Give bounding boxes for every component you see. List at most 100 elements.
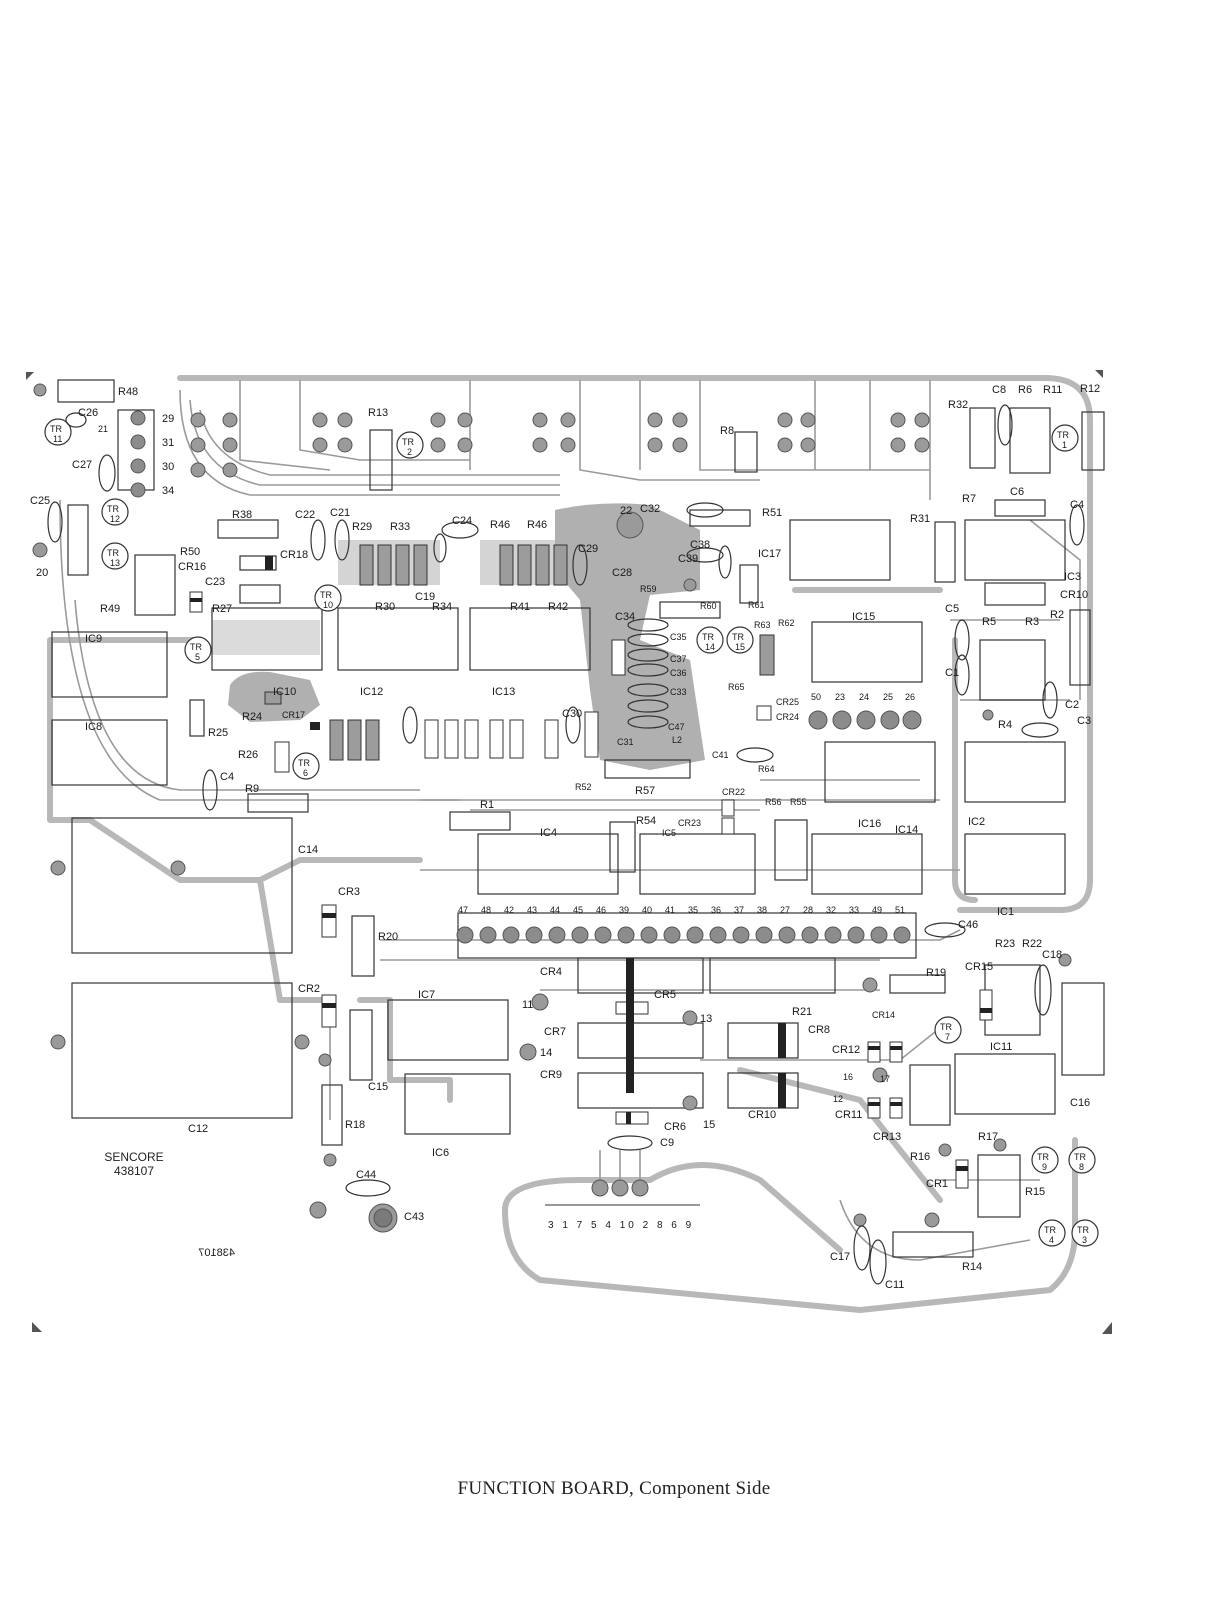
component-label: CR12 bbox=[832, 1044, 860, 1056]
component-label: C15 bbox=[368, 1081, 388, 1093]
component-label: R34 bbox=[432, 601, 452, 613]
terminal-number: 51 bbox=[895, 905, 905, 915]
figure-caption: FUNCTION BOARD, Component Side bbox=[457, 1478, 771, 1499]
component-label: R56 bbox=[765, 797, 782, 807]
transistor-label: TR bbox=[702, 632, 714, 642]
terminal-number: 39 bbox=[619, 905, 629, 915]
component-label: IC6 bbox=[432, 1147, 449, 1159]
component-label: R54 bbox=[636, 815, 656, 827]
component-label: 13 bbox=[700, 1013, 712, 1025]
component-label: R42 bbox=[548, 601, 568, 613]
component-label: C22 bbox=[295, 509, 315, 521]
transistor-number: 15 bbox=[735, 642, 745, 652]
transistor-label: TR bbox=[940, 1022, 952, 1032]
component-label: IC15 bbox=[852, 611, 875, 623]
transistor-label: TR bbox=[320, 590, 332, 600]
terminal-row-numbers: 47 48 42 43 44 45 46 39 40 41 35 36 37 3… bbox=[162, 413, 915, 915]
terminal-number: 50 bbox=[811, 692, 821, 702]
terminal-number: 23 bbox=[835, 692, 845, 702]
component-label: CR18 bbox=[280, 549, 308, 561]
component-label: R62 bbox=[778, 618, 795, 628]
component-label: IC4 bbox=[540, 827, 557, 839]
transistor-label: TR bbox=[1077, 1225, 1089, 1235]
terminal-number: 33 bbox=[849, 905, 859, 915]
manufacturer-part-number: 438107 bbox=[113, 1164, 155, 1178]
component-label: R7 bbox=[962, 493, 976, 505]
component-label: C47 bbox=[668, 722, 685, 732]
component-label: CR8 bbox=[808, 1024, 830, 1036]
component-label: R20 bbox=[378, 931, 398, 943]
transistor-number: 7 bbox=[945, 1032, 950, 1042]
component-label: IC1 bbox=[997, 906, 1014, 918]
component-label: C23 bbox=[205, 576, 225, 588]
transistor-number: 9 bbox=[1042, 1162, 1047, 1172]
component-label: IC9 bbox=[85, 633, 102, 645]
ic-outlines bbox=[51, 379, 1105, 1258]
component-label: CR17 bbox=[282, 710, 305, 720]
transistor-label: TR bbox=[107, 504, 119, 514]
component-label: R29 bbox=[352, 521, 372, 533]
transistor-bodies bbox=[44, 418, 1099, 1247]
component-label: C43 bbox=[404, 1211, 424, 1223]
component-label: IC13 bbox=[492, 686, 515, 698]
transistor-label: TR bbox=[298, 758, 310, 768]
component-label: CR4 bbox=[540, 966, 562, 978]
component-label: C30 bbox=[562, 708, 582, 720]
component-label: CR1 bbox=[926, 1178, 948, 1190]
component-label: CR14 bbox=[872, 1010, 895, 1020]
transistor-number: 1 bbox=[1062, 440, 1067, 450]
component-label: IC16 bbox=[858, 818, 881, 830]
component-label: CR24 bbox=[776, 712, 799, 722]
component-label: R50 bbox=[180, 546, 200, 558]
ground-traces bbox=[47, 375, 1093, 1313]
component-label: C46 bbox=[958, 919, 978, 931]
signal-traces bbox=[59, 380, 1081, 1261]
component-label: C9 bbox=[660, 1137, 674, 1149]
component-label: R5 bbox=[982, 616, 996, 628]
component-label: C1 bbox=[945, 667, 959, 679]
component-label: R38 bbox=[232, 509, 252, 521]
manufacturer-mark: SENCORE 438107 bbox=[98, 1150, 170, 1178]
transistor-number: 13 bbox=[110, 558, 120, 568]
component-label: CR22 bbox=[722, 787, 745, 797]
component-label: C8 bbox=[992, 384, 1006, 396]
transistor-number: 4 bbox=[1049, 1235, 1054, 1245]
component-label: C36 bbox=[670, 668, 687, 678]
transistor-label: TR bbox=[732, 632, 744, 642]
component-label: R60 bbox=[700, 601, 717, 611]
component-label: C39 bbox=[678, 553, 698, 565]
component-label: R59 bbox=[640, 584, 657, 594]
component-label: C25 bbox=[30, 495, 50, 507]
transistor-number: 8 bbox=[1079, 1162, 1084, 1172]
terminal-number: 48 bbox=[481, 905, 491, 915]
terminal-number: 31 bbox=[162, 437, 174, 449]
component-label: 17 bbox=[880, 1074, 890, 1084]
component-label: R41 bbox=[510, 601, 530, 613]
component-label: CR7 bbox=[544, 1026, 566, 1038]
component-label: R33 bbox=[390, 521, 410, 533]
transistor-label: TR bbox=[1074, 1152, 1086, 1162]
edge-connector-numbers: 3 1 7 5 4 10 2 8 6 9 bbox=[548, 1220, 694, 1231]
component-label: 20 bbox=[36, 567, 48, 579]
terminal-number: 44 bbox=[550, 905, 560, 915]
component-label: 21 bbox=[98, 424, 108, 434]
component-label: C32 bbox=[640, 503, 660, 515]
terminal-number: 45 bbox=[573, 905, 583, 915]
component-label: R4 bbox=[998, 719, 1012, 731]
component-label: C27 bbox=[72, 459, 92, 471]
component-label: R48 bbox=[118, 386, 138, 398]
component-label: CR11 bbox=[835, 1109, 862, 1121]
component-label: R1 bbox=[480, 799, 494, 811]
terminal-number: 49 bbox=[872, 905, 882, 915]
component-label: R30 bbox=[375, 601, 395, 613]
component-label: IC11 bbox=[990, 1041, 1012, 1053]
component-label: R3 bbox=[1025, 616, 1039, 628]
component-label: 16 bbox=[843, 1072, 853, 1082]
component-label: R22 bbox=[1022, 938, 1042, 950]
transistor-label: TR bbox=[402, 437, 414, 447]
component-label: R18 bbox=[345, 1119, 365, 1131]
component-label: C24 bbox=[452, 515, 472, 527]
component-label: C16 bbox=[1070, 1097, 1090, 1109]
component-label: IC8 bbox=[85, 721, 102, 733]
component-label: R51 bbox=[762, 507, 782, 519]
